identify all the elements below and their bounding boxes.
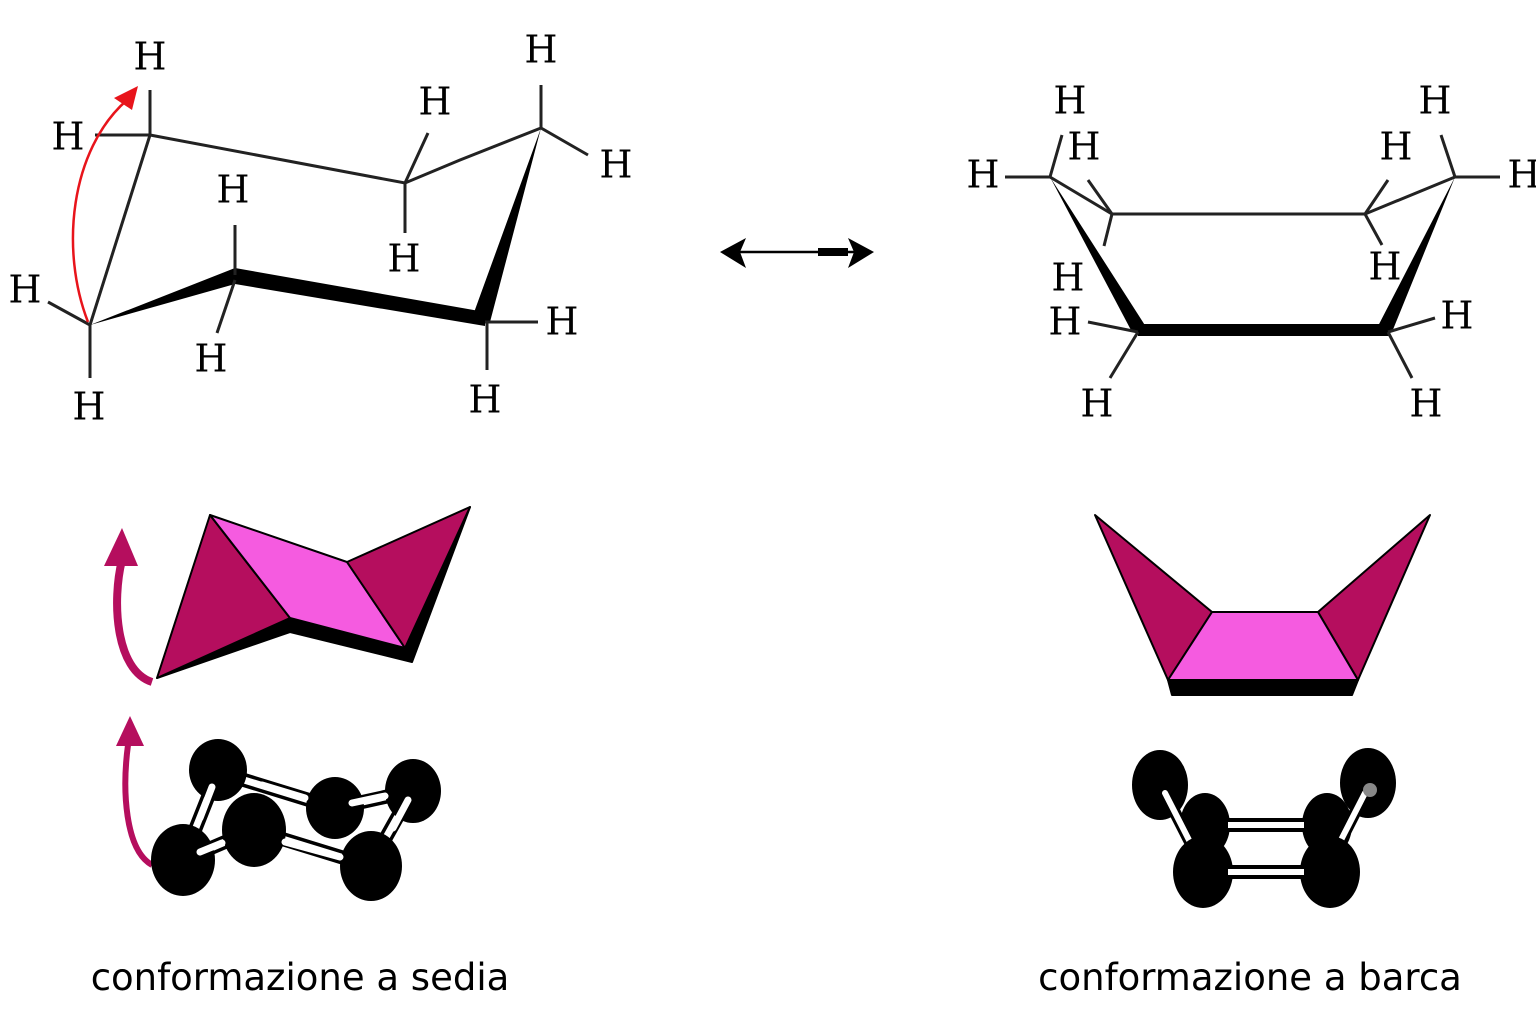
arrow-head-icon <box>116 716 144 746</box>
hydrogen-label: H <box>1368 245 1401 289</box>
thick-bond <box>1138 324 1390 336</box>
hydrogen-label: H <box>1379 125 1412 169</box>
carbon-atom <box>385 759 441 823</box>
flip-arrow <box>71 99 128 323</box>
hydrogen-label: H <box>1067 125 1100 169</box>
hydrogen-label: H <box>1440 294 1473 338</box>
carbon-atom <box>151 824 215 896</box>
hydrogen-label: H <box>418 80 451 124</box>
hydrogen-label: H <box>1409 382 1442 426</box>
flip-arrow <box>113 559 154 686</box>
boat-polygon-model <box>1094 514 1431 696</box>
arrow-head-icon <box>104 528 138 566</box>
boat-ball-model <box>1132 748 1396 908</box>
hydrogen-label: H <box>524 28 557 72</box>
boat-skeletal-formula: H H H H H H H H H H H H <box>966 79 1536 426</box>
carbon-atom <box>340 831 402 901</box>
carbon-atom <box>1300 836 1360 908</box>
hydrogen-label: H <box>72 385 105 429</box>
flip-arrow <box>122 744 154 868</box>
chair-polygon-model <box>104 506 471 686</box>
hydrogen-label: H <box>1053 79 1086 123</box>
hydrogen-label: H <box>133 35 166 79</box>
chair-skeletal-formula: H H H H H H H H H H H H <box>8 28 632 429</box>
chair-ball-model <box>116 716 441 901</box>
wedge-bond <box>472 128 541 322</box>
thick-bond <box>235 268 485 326</box>
hydrogen-label: H <box>1051 256 1084 300</box>
carbon-atom <box>1340 748 1396 818</box>
hydrogen-label: H <box>51 115 84 159</box>
hydrogen-label: H <box>1080 382 1113 426</box>
hydrogen-label: H <box>468 378 501 422</box>
carbon-atom <box>189 739 247 801</box>
hydrogen-label: H <box>1507 153 1536 197</box>
chair-caption: conformazione a sedia <box>91 956 510 999</box>
hydrogen-label: H <box>1418 79 1451 123</box>
hydrogen-label: H <box>194 337 227 381</box>
hydrogen-label: H <box>387 237 420 281</box>
hydrogen-label: H <box>966 153 999 197</box>
arrow-left-icon <box>720 238 746 268</box>
boat-caption: conformazione a barca <box>1038 956 1462 999</box>
carbon-atom <box>222 793 286 867</box>
hydrogen-label: H <box>1048 300 1081 344</box>
hydrogen-label: H <box>545 300 578 344</box>
arrow-right-icon <box>848 238 874 268</box>
hydrogen-label: H <box>8 268 41 312</box>
wedge-bond <box>1376 177 1455 332</box>
wedge-bond <box>1050 177 1148 332</box>
carbon-atom <box>1173 836 1233 908</box>
equilibrium-double-arrow <box>720 238 874 268</box>
arrow-head-icon <box>114 86 138 110</box>
carbon-atom <box>306 777 364 839</box>
wedge-bond <box>90 268 235 325</box>
hydrogen-label: H <box>599 143 632 187</box>
hydrogen-label: H <box>216 168 249 212</box>
